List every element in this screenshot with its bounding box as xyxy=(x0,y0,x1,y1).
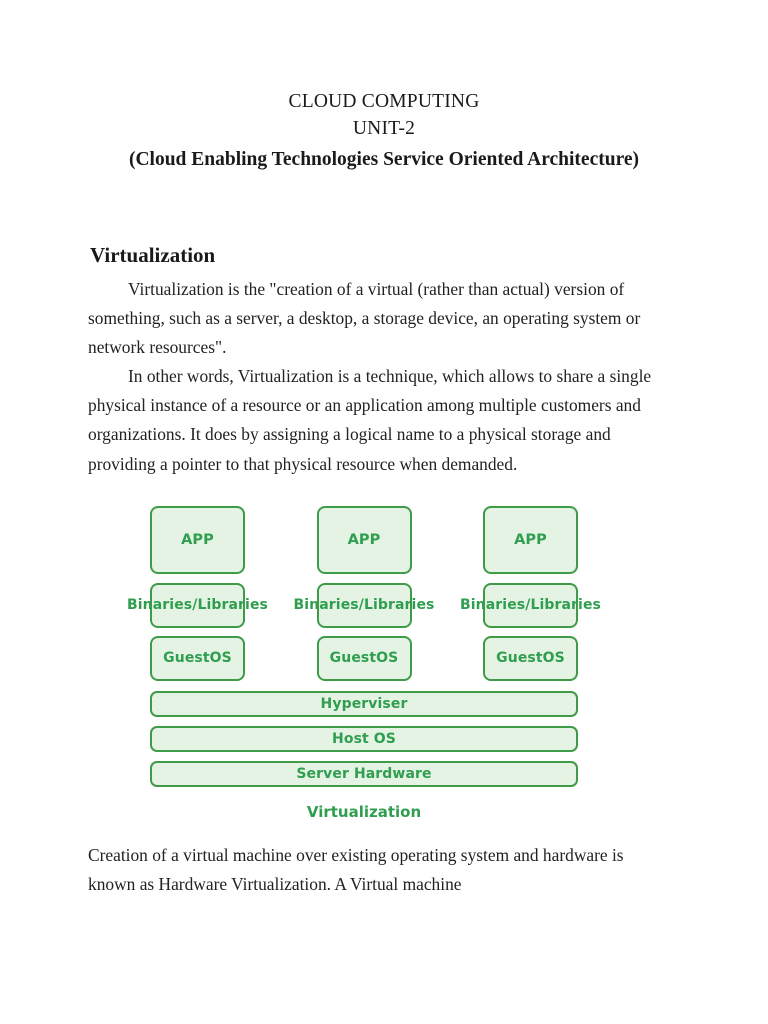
binaries-line-1: Binaries/ xyxy=(127,597,198,613)
guest-stack-column: APP Binaries/ Libraries Guest OS xyxy=(460,506,601,681)
guest-stack-column: APP Binaries/ Libraries Guest OS xyxy=(294,506,434,681)
diagram-caption: Virtualization xyxy=(306,803,422,821)
guest-line-2: OS xyxy=(542,650,565,666)
guest-stack-column: APP Binaries/ Libraries Guest OS xyxy=(127,506,268,681)
host-os-bar: Host OS xyxy=(150,726,578,752)
guest-line-2: OS xyxy=(209,650,232,666)
virtualization-architecture-diagram: APP Binaries/ Libraries Guest OS APP Bin… xyxy=(127,506,601,821)
hyperviser-bar: Hyperviser xyxy=(150,691,578,717)
server-hardware-bar: Server Hardware xyxy=(150,761,578,787)
paragraph-text: Virtualization is the "creation of a vir… xyxy=(88,279,641,358)
guest-os-box: Guest OS xyxy=(483,636,578,681)
guest-stack-columns: APP Binaries/ Libraries Guest OS APP Bin… xyxy=(127,506,601,681)
binaries-libraries-box: Binaries/ Libraries xyxy=(127,583,268,628)
paragraph-text: Creation of a virtual machine over exist… xyxy=(88,845,624,895)
binaries-line-1: Binaries/ xyxy=(460,597,531,613)
title-line-subtitle: (Cloud Enabling Technologies Service Ori… xyxy=(128,149,640,170)
paragraph-technique: In other words, Virtualization is a tech… xyxy=(88,362,660,479)
guest-os-box: Guest OS xyxy=(150,636,245,681)
binaries-line-2: Libraries xyxy=(197,597,268,613)
guest-line-1: Guest xyxy=(496,650,543,666)
paragraph-definition: Virtualization is the "creation of a vir… xyxy=(88,275,660,363)
binaries-libraries-box: Binaries/ Libraries xyxy=(460,583,601,628)
binaries-line-1: Binaries/ xyxy=(293,597,364,613)
app-box: APP xyxy=(483,506,578,574)
paragraph-text: In other words, Virtualization is a tech… xyxy=(88,366,652,474)
guest-line-2: OS xyxy=(376,650,399,666)
app-box: APP xyxy=(150,506,245,574)
paragraph-hardware-virtualization: Creation of a virtual machine over exist… xyxy=(88,841,660,899)
binaries-line-2: Libraries xyxy=(363,597,435,613)
guest-line-1: Guest xyxy=(329,650,377,666)
document-title-block: CLOUD COMPUTING UNIT-2 (Cloud Enabling T… xyxy=(90,88,678,175)
guest-line-1: Guest xyxy=(163,650,210,666)
page-title: Virtualization xyxy=(90,243,216,267)
binaries-line-2: Libraries xyxy=(530,597,601,613)
app-box: APP xyxy=(316,506,412,574)
guest-os-box: Guest OS xyxy=(316,636,412,681)
binaries-libraries-box: Binaries/ Libraries xyxy=(294,583,434,628)
title-line-unit: UNIT-2 xyxy=(352,118,416,139)
title-line-course: CLOUD COMPUTING xyxy=(288,91,480,112)
